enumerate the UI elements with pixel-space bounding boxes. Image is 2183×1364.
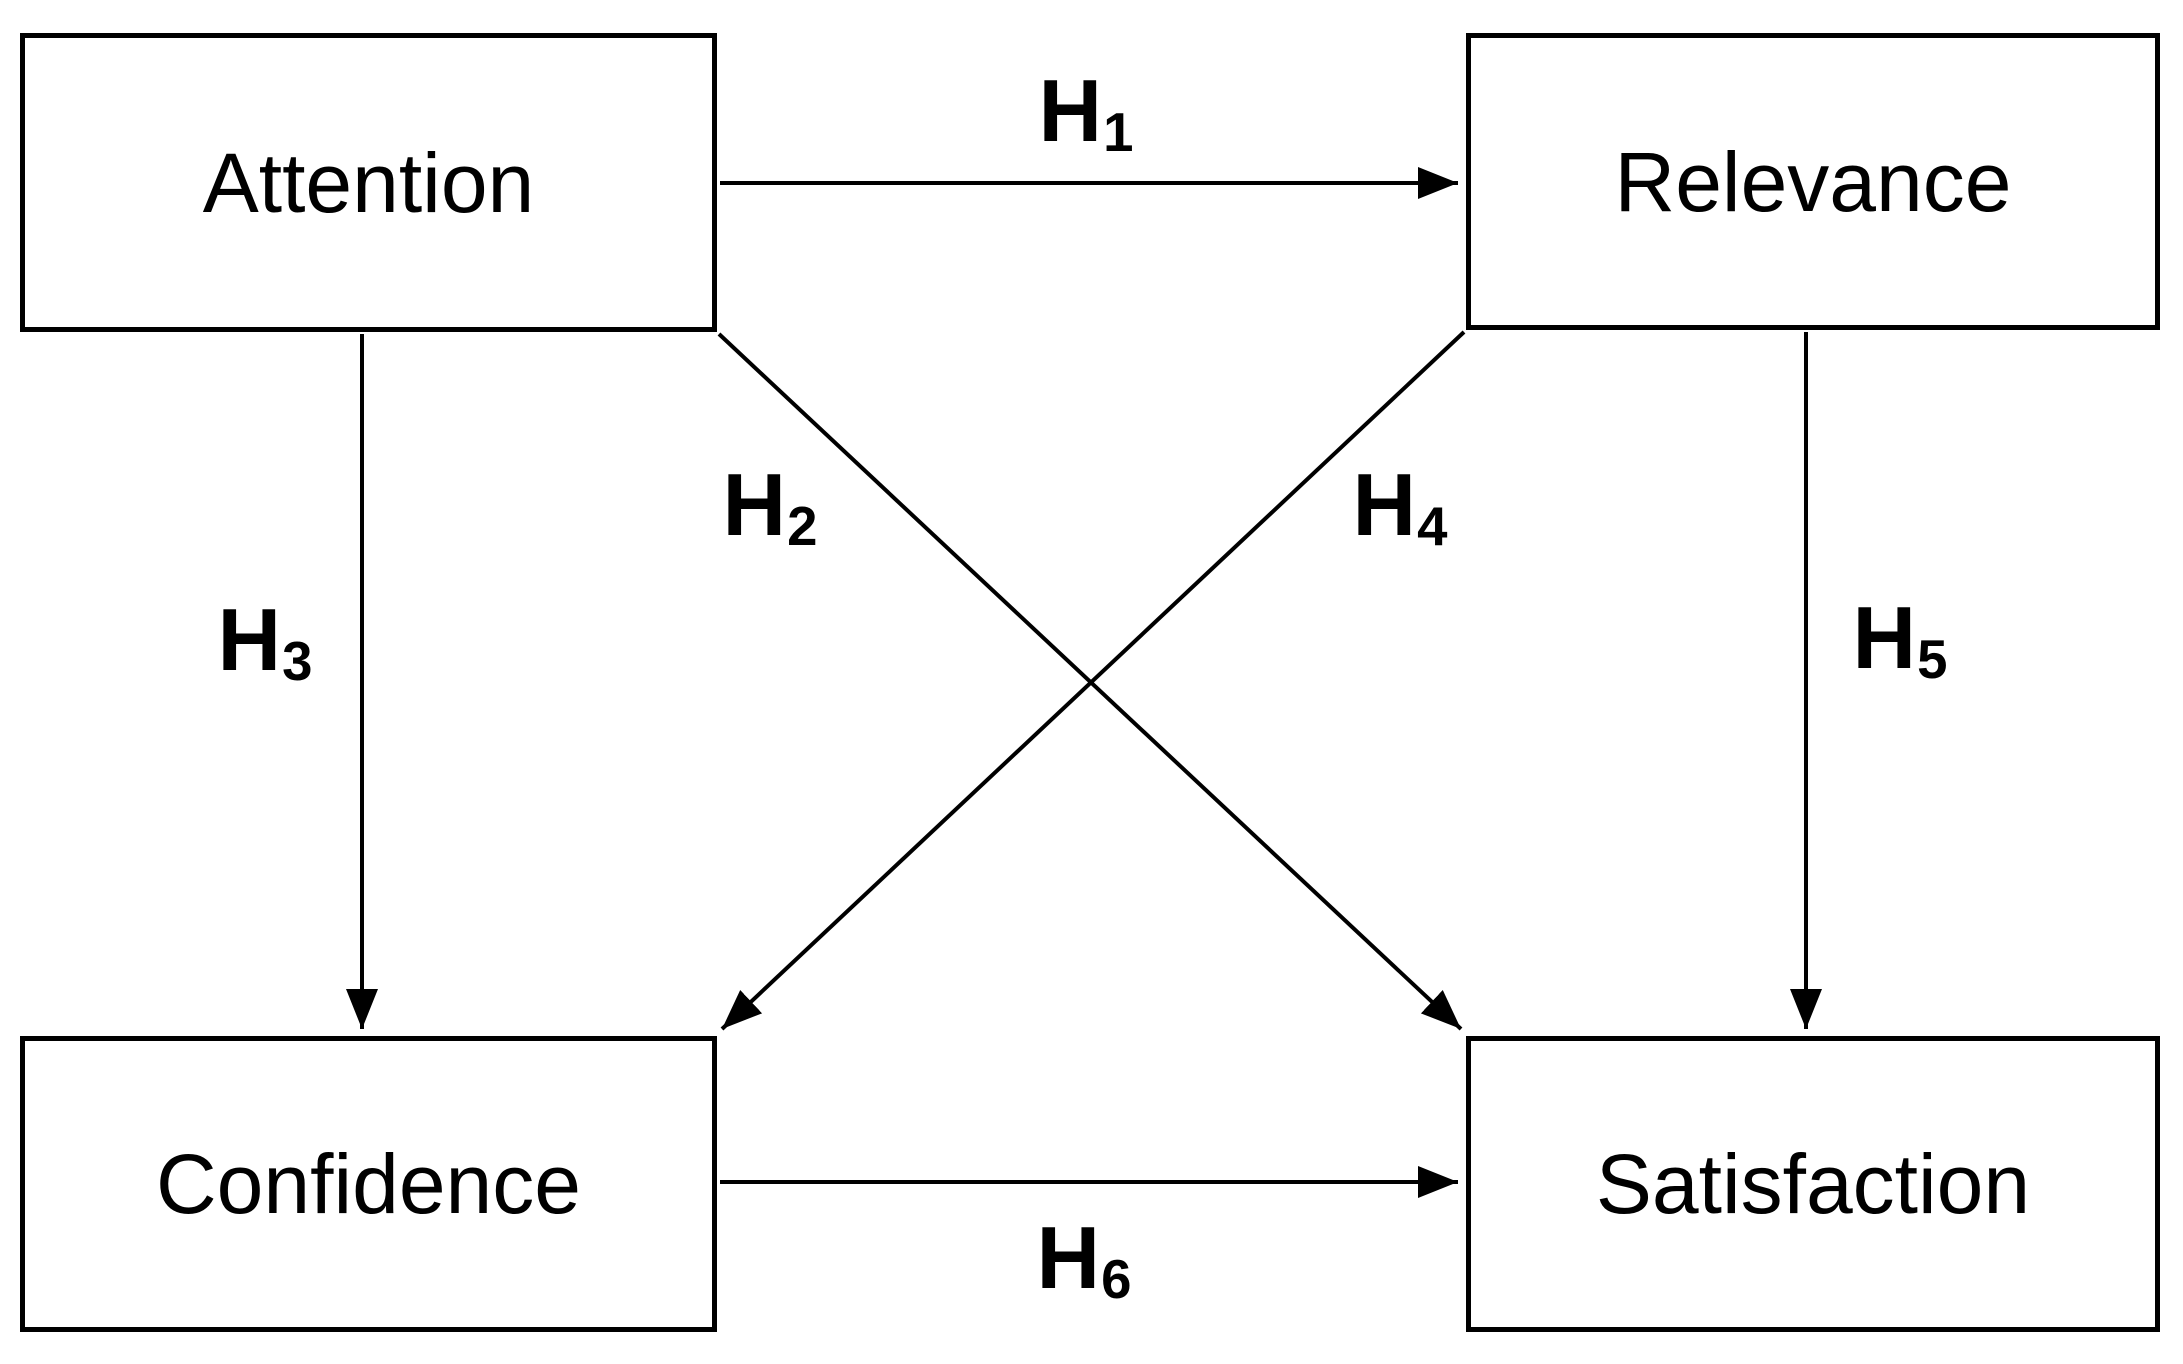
h1-base: H [1038,61,1103,160]
node-relevance: Relevance [1466,33,2160,330]
h3-base: H [217,590,282,689]
h6-base: H [1036,1208,1101,1307]
h2-base: H [722,455,787,554]
node-relevance-label: Relevance [1614,134,2012,229]
h3-subscript: 3 [282,630,313,692]
node-attention: Attention [20,33,717,332]
h4-subscript: 4 [1417,495,1448,557]
node-satisfaction-label: Satisfaction [1595,1137,2031,1231]
h2-subscript: 2 [787,495,818,557]
h6-subscript: 6 [1101,1248,1132,1310]
arrow-h4-relevance-to-confidence [720,330,1466,1031]
node-satisfaction: Satisfaction [1466,1036,2160,1332]
hypothesis-label-h5: H5 [1853,594,1948,687]
h1-subscript: 1 [1103,101,1134,163]
node-attention-label: Attention [202,135,535,230]
node-confidence-label: Confidence [156,1137,581,1231]
hypothesis-label-h4: H4 [1353,461,1448,554]
hypothesis-label-h6: H6 [1037,1214,1132,1307]
node-confidence: Confidence [20,1036,717,1332]
h4-base: H [1352,455,1417,554]
h5-base: H [1852,588,1917,687]
hypothesis-label-h3: H3 [218,596,313,689]
h5-subscript: 5 [1917,628,1948,690]
hypothesis-label-h2: H2 [723,461,818,554]
hypothesis-label-h1: H1 [1039,67,1134,160]
